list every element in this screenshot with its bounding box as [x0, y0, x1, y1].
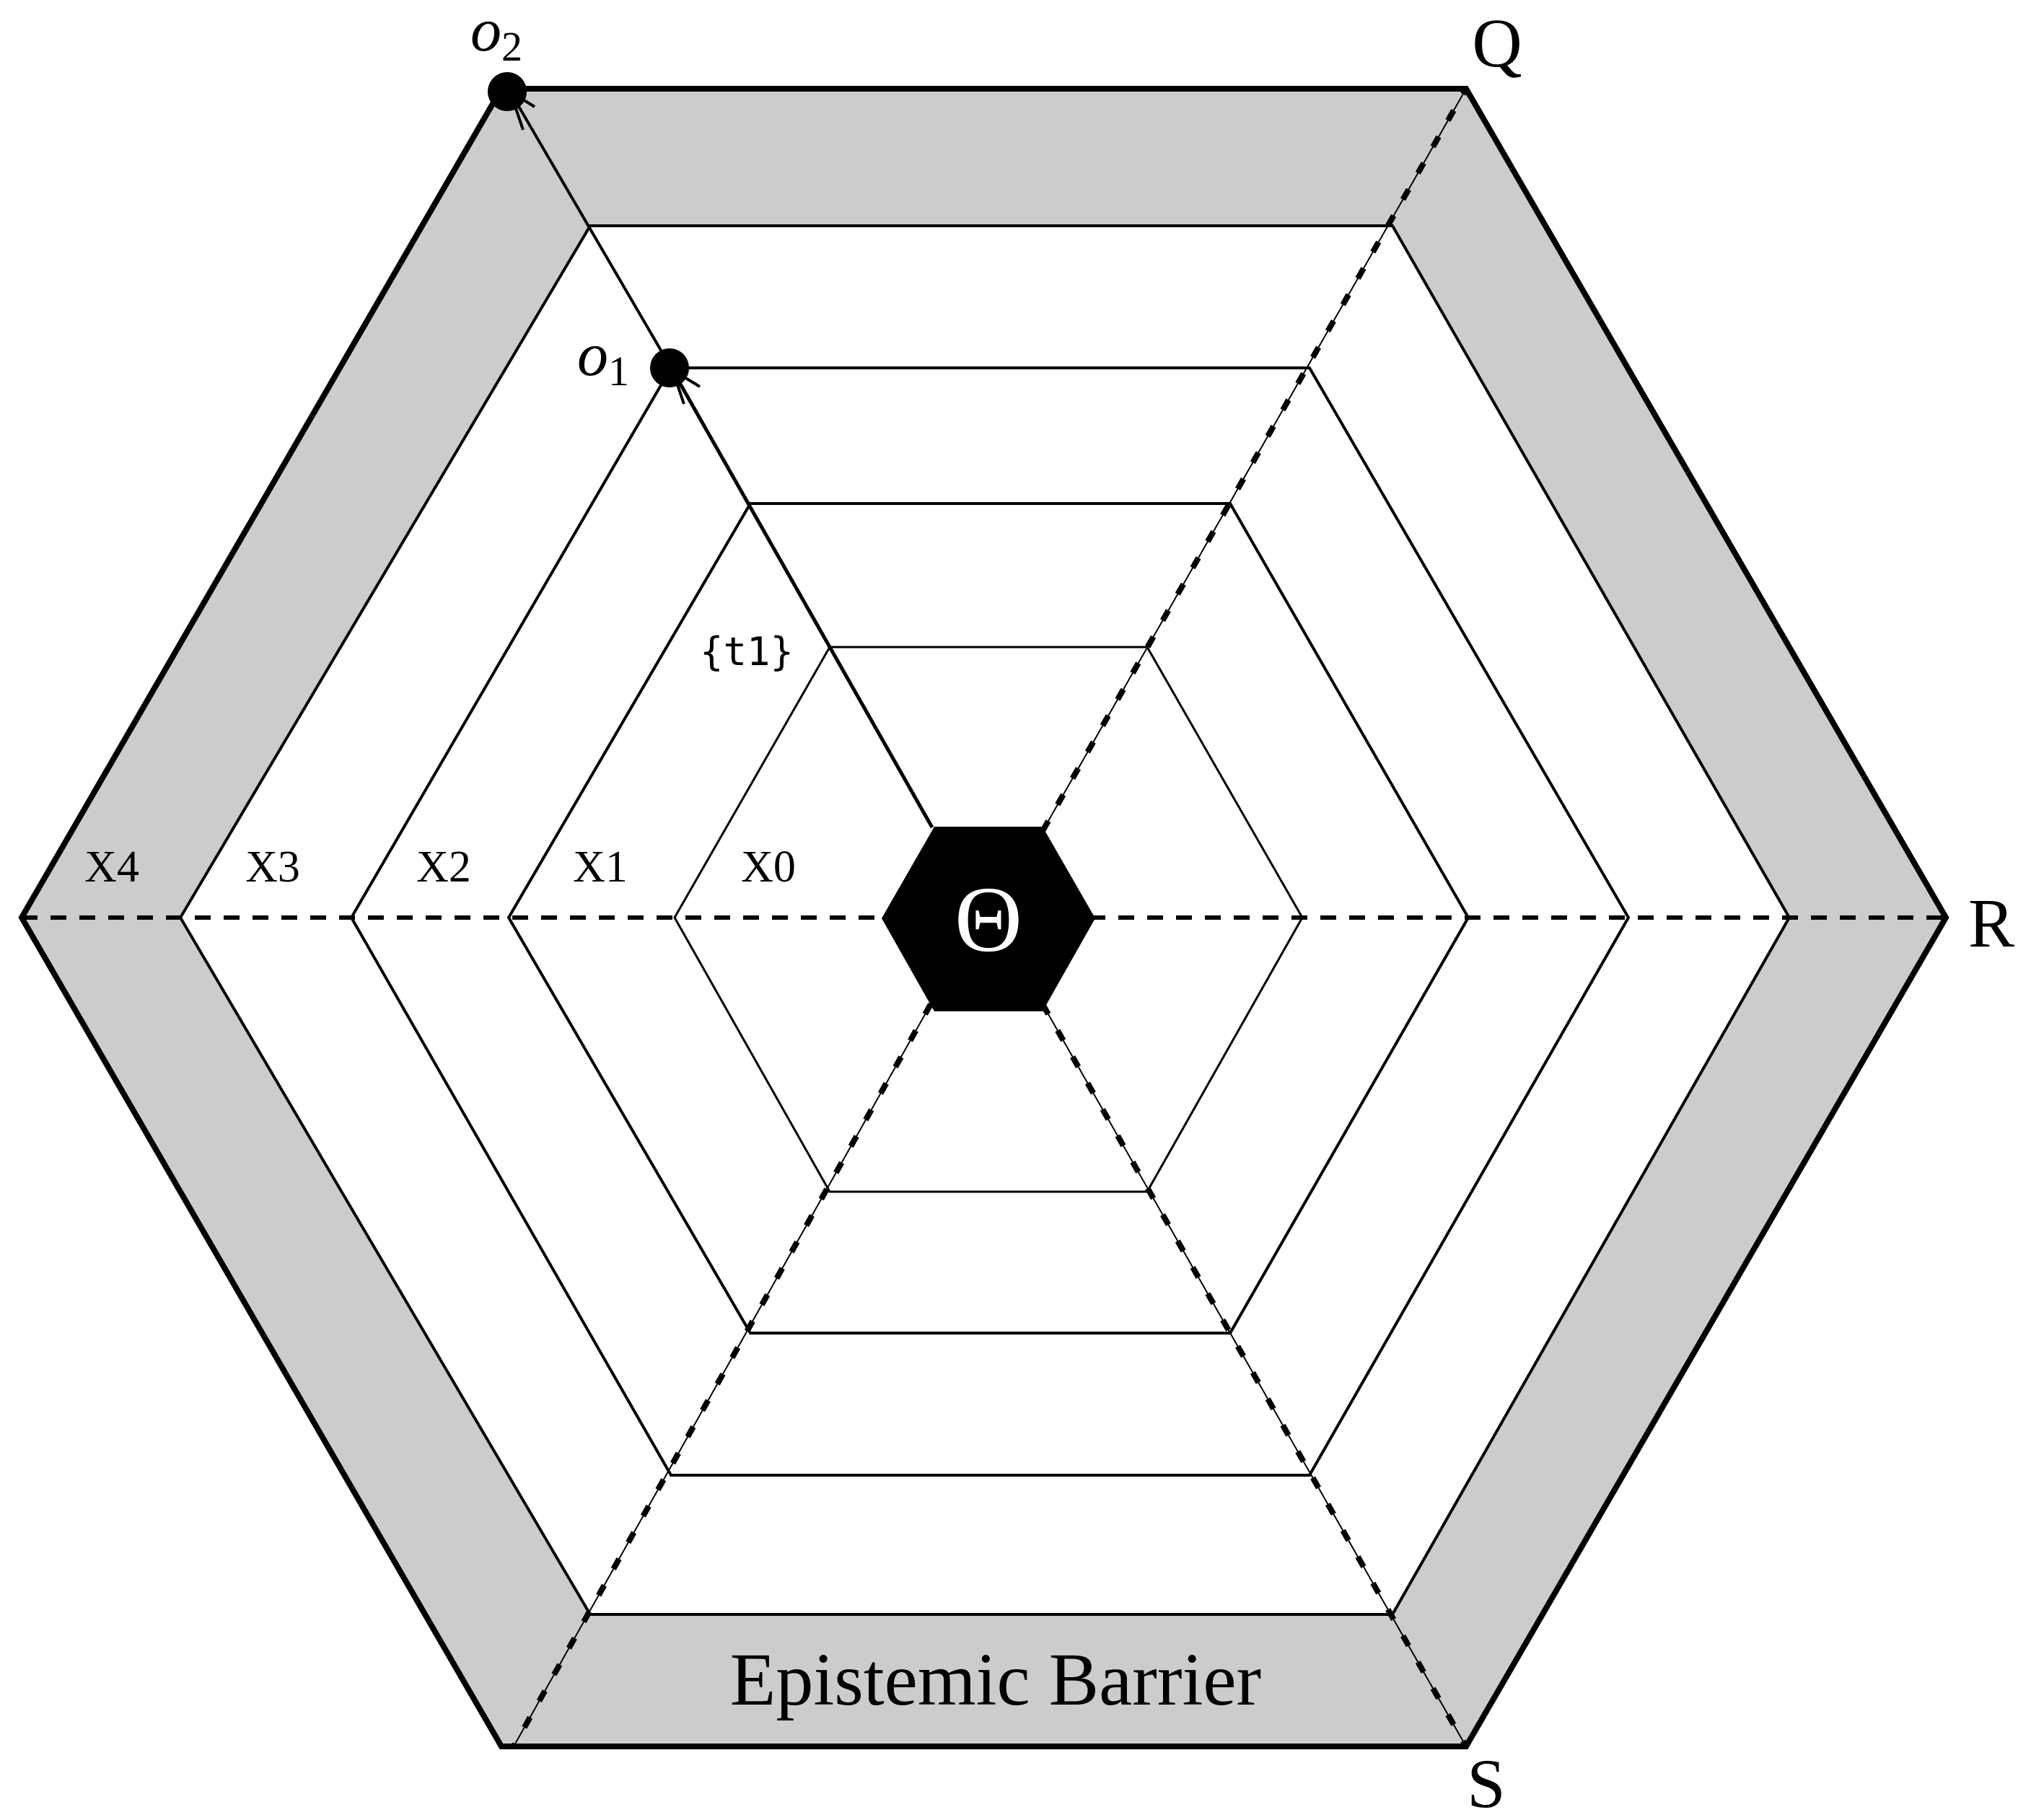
ring-x1: [506, 502, 1470, 1335]
barrier-label: Epistemic Barrier: [730, 1638, 1261, 1721]
axis-s-dash: [1040, 1003, 1469, 1748]
axis-label-q: Q: [1472, 4, 1522, 82]
zone-labels: X4 X3 X2 X1 X0: [84, 843, 796, 892]
center-hexagon: [882, 827, 1095, 1011]
axis-label-s: S: [1467, 1745, 1505, 1820]
point-label-o2-subscript: 2: [501, 23, 522, 70]
radial-axes: [22, 87, 1946, 1748]
point-label-o1-name: o: [577, 320, 608, 389]
point-label-o2: o2: [470, 0, 522, 70]
point-label-o1-subscript: 1: [608, 348, 629, 395]
point-label-o2-name: o: [470, 0, 501, 64]
center-theta-symbol: Θ: [955, 868, 1022, 972]
zone-label-x3: X3: [245, 843, 300, 892]
zone-label-x0: X0: [741, 843, 796, 892]
annotation-t1: {t1}: [700, 629, 794, 674]
point-label-o1: o1: [577, 320, 629, 395]
axis-sw-dash: [511, 1003, 934, 1748]
trajectory-line-inner: [670, 369, 934, 829]
axis-label-r: R: [1968, 884, 2014, 962]
axis-q-dash: [1040, 87, 1469, 832]
zone-label-x4: X4: [84, 843, 139, 892]
zone-label-x2: X2: [416, 843, 471, 892]
zone-label-x1: X1: [573, 843, 628, 892]
point-o1: [650, 348, 689, 387]
ring-x3: [178, 224, 1791, 1616]
trajectory-line-outer: [509, 90, 674, 372]
point-o2: [488, 72, 527, 111]
